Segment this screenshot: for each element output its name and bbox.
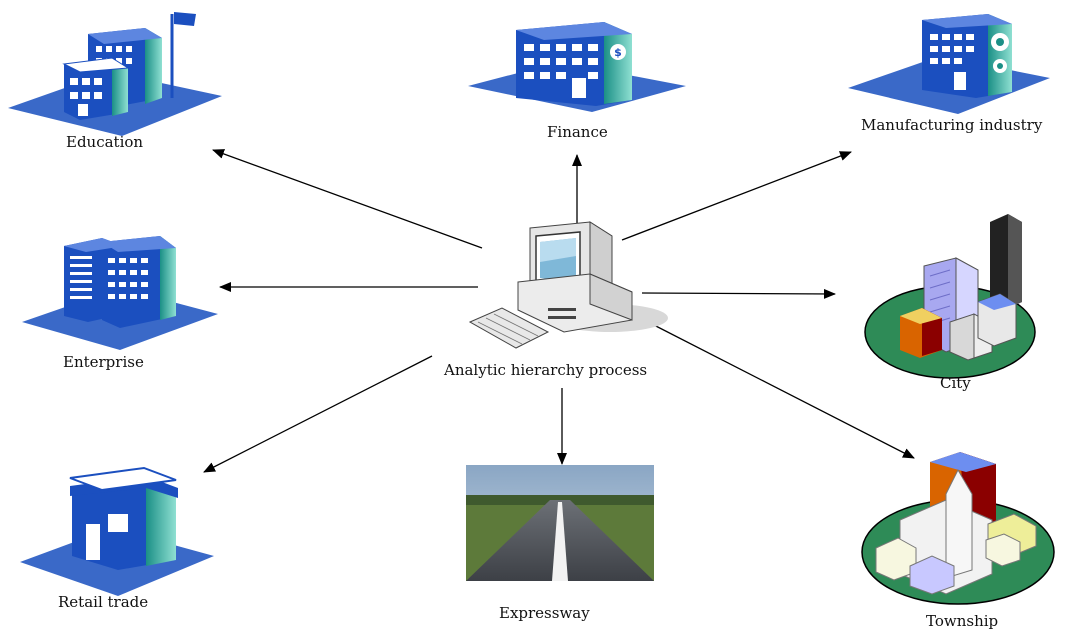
highway-photo — [466, 465, 654, 581]
arrow-to-manufacturing — [621, 151, 852, 241]
bank-building-icon: $ — [468, 22, 686, 112]
arrow-to-city — [641, 288, 836, 299]
town-church-icon — [861, 452, 1055, 605]
enterprise-label: Enterprise — [63, 353, 144, 371]
expressway-label: Expressway — [499, 604, 590, 622]
svg-text:$: $ — [614, 46, 622, 59]
arrow-to-retail — [203, 355, 433, 473]
education-label: Education — [66, 133, 144, 151]
arrow-to-education — [212, 149, 483, 249]
retail-label: Retail trade — [58, 593, 149, 611]
factory-building-icon — [848, 14, 1050, 114]
arrow-to-township — [647, 321, 915, 459]
township-label: Township — [926, 612, 999, 630]
city-skyline-icon — [864, 214, 1036, 379]
school-building-icon — [8, 12, 222, 136]
city-label: City — [940, 374, 971, 392]
manufacturing-label: Manufacturing industry — [861, 116, 1043, 134]
store-building-icon — [20, 466, 214, 596]
finance-label: Finance — [547, 123, 608, 141]
computer-icon — [468, 221, 668, 349]
connector-arrows — [203, 149, 915, 473]
office-building-icon — [22, 236, 218, 350]
center-label: Analytic hierarchy process — [444, 361, 648, 379]
